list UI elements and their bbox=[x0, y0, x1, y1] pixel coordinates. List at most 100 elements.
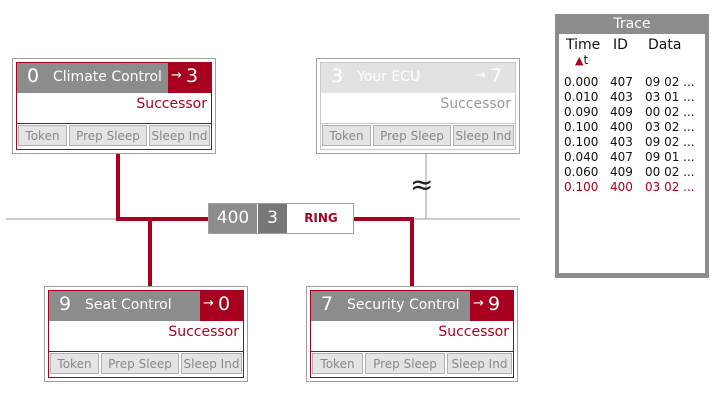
successor-box: → 0 bbox=[200, 291, 243, 321]
trace-row[interactable]: 0.100 400 03 02 ... bbox=[564, 120, 695, 135]
column-header-data[interactable]: Data bbox=[648, 37, 682, 53]
token-button[interactable]: Token bbox=[50, 353, 99, 374]
ecu-header: 9 Seat Control → 0 bbox=[49, 291, 243, 321]
trace-row[interactable]: 0.100 403 09 02 ... bbox=[564, 135, 695, 150]
token-button[interactable]: Token bbox=[312, 353, 363, 374]
cell-data: 09 02 ... bbox=[645, 135, 695, 149]
node-id: 9 bbox=[59, 293, 72, 315]
trace-table[interactable]: Time ID Data ▲t 0.000 407 09 02 ... 0.010 40… bbox=[559, 34, 705, 273]
node-name: Security Control bbox=[347, 297, 460, 313]
ecu-seat-control[interactable]: 9 Seat Control → 0 Successor Token Prep … bbox=[44, 286, 248, 382]
sort-indicator: ▲t bbox=[575, 53, 588, 67]
ecu-your-ecu[interactable]: 3 Your ECU → 7 Successor Token Prep Slee… bbox=[316, 58, 520, 154]
trace-row[interactable]: 0.060 409 00 02 ... bbox=[564, 165, 695, 180]
cell-id: 400 bbox=[610, 180, 633, 194]
cell-time: 0.000 bbox=[564, 75, 599, 89]
cell-data: 00 02 ... bbox=[645, 105, 695, 119]
prep-sleep-button[interactable]: Prep Sleep bbox=[365, 353, 445, 374]
cell-id: 403 bbox=[610, 135, 633, 149]
cell-time: 0.040 bbox=[564, 150, 599, 164]
cell-data: 03 01 ... bbox=[645, 90, 695, 104]
sort-ascending-icon: ▲ bbox=[575, 54, 584, 67]
arrow-right-icon: → bbox=[203, 296, 214, 311]
cell-time: 0.100 bbox=[564, 120, 599, 134]
ecu-climate-control[interactable]: 0 Climate Control → 3 Successor Token Pr… bbox=[12, 58, 216, 154]
arrow-right-icon: → bbox=[473, 296, 484, 311]
ecu-header: 3 Your ECU → 7 bbox=[321, 63, 515, 93]
trace-row[interactable]: 0.090 409 00 02 ... bbox=[564, 105, 695, 120]
message-type: RING bbox=[304, 211, 338, 225]
cell-time: 0.090 bbox=[564, 105, 599, 119]
prep-sleep-button[interactable]: Prep Sleep bbox=[101, 353, 179, 374]
trace-row[interactable]: 0.040 407 09 01 ... bbox=[564, 150, 695, 165]
cell-id: 403 bbox=[610, 90, 633, 104]
button-row: Token Prep Sleep Sleep Ind bbox=[311, 351, 513, 378]
ecu-panel: 9 Seat Control → 0 Successor Token Prep … bbox=[48, 290, 244, 378]
cell-time: 0.060 bbox=[564, 165, 599, 179]
successor-id: 0 bbox=[218, 293, 231, 315]
successor-label: Successor bbox=[136, 96, 207, 112]
successor-label: Successor bbox=[440, 96, 511, 112]
sort-key: t bbox=[583, 53, 589, 67]
cell-id: 407 bbox=[610, 150, 633, 164]
sleep-ind-button[interactable]: Sleep Ind bbox=[149, 125, 210, 146]
sleep-ind-button[interactable]: Sleep Ind bbox=[181, 353, 242, 374]
successor-box: → 7 bbox=[472, 63, 515, 93]
bus-message: 400 3 RING bbox=[208, 203, 354, 234]
ecu-panel: 0 Climate Control → 3 Successor Token Pr… bbox=[16, 62, 212, 150]
successor-id: 9 bbox=[488, 293, 501, 315]
cell-data: 09 02 ... bbox=[645, 75, 695, 89]
successor-box: → 9 bbox=[470, 291, 513, 321]
ecu-header: 0 Climate Control → 3 bbox=[17, 63, 211, 93]
cell-id: 400 bbox=[610, 120, 633, 134]
approx-icon: ≈ bbox=[410, 168, 434, 201]
prep-sleep-button[interactable]: Prep Sleep bbox=[373, 125, 451, 146]
cell-time: 0.100 bbox=[564, 135, 599, 149]
token-button[interactable]: Token bbox=[18, 125, 67, 146]
cell-id: 409 bbox=[610, 105, 633, 119]
security-stub bbox=[354, 217, 414, 288]
button-row: Token Prep Sleep Sleep Ind bbox=[49, 351, 243, 378]
successor-label: Successor bbox=[438, 324, 509, 340]
button-row: Token Prep Sleep Sleep Ind bbox=[17, 123, 211, 150]
trace-title: Trace bbox=[613, 16, 651, 32]
trace-rows: 0.000 407 09 02 ... 0.010 403 03 01 ... 0.090 4… bbox=[564, 75, 695, 195]
cell-id: 407 bbox=[610, 75, 633, 89]
successor-box: → 3 bbox=[168, 63, 211, 93]
node-name: Seat Control bbox=[85, 297, 172, 313]
cell-time: 0.010 bbox=[564, 90, 599, 104]
column-header-id[interactable]: ID bbox=[613, 37, 628, 53]
sleep-ind-button[interactable]: Sleep Ind bbox=[453, 125, 514, 146]
sleep-ind-button[interactable]: Sleep Ind bbox=[447, 353, 512, 374]
message-successor: 3 bbox=[257, 204, 287, 233]
arrow-right-icon: → bbox=[475, 68, 486, 83]
ecu-security-control[interactable]: 7 Security Control → 9 Successor Token P… bbox=[306, 286, 518, 382]
trace-row[interactable]: 0.000 407 09 02 ... bbox=[564, 75, 695, 90]
cell-data: 00 02 ... bbox=[645, 165, 695, 179]
token-button[interactable]: Token bbox=[322, 125, 371, 146]
ecu-header: 7 Security Control → 9 bbox=[311, 291, 513, 321]
column-header-time[interactable]: Time bbox=[566, 37, 601, 53]
trace-row[interactable]: 0.100 400 03 02 ... bbox=[564, 180, 695, 195]
node-id: 7 bbox=[321, 293, 334, 315]
cell-data: 03 02 ... bbox=[645, 180, 695, 194]
arrow-right-icon: → bbox=[171, 68, 182, 83]
trace-row[interactable]: 0.010 403 03 01 ... bbox=[564, 90, 695, 105]
climate-stub bbox=[116, 152, 208, 221]
successor-id: 7 bbox=[490, 65, 503, 87]
node-id: 3 bbox=[331, 65, 344, 87]
cell-time: 0.100 bbox=[564, 180, 599, 194]
button-row: Token Prep Sleep Sleep Ind bbox=[321, 123, 515, 150]
cell-data: 09 01 ... bbox=[645, 150, 695, 164]
ecu-panel: 7 Security Control → 9 Successor Token P… bbox=[310, 290, 514, 378]
cell-id: 409 bbox=[610, 165, 633, 179]
successor-id: 3 bbox=[186, 65, 199, 87]
prep-sleep-button[interactable]: Prep Sleep bbox=[69, 125, 147, 146]
node-id: 0 bbox=[27, 65, 40, 87]
cell-data: 03 02 ... bbox=[645, 120, 695, 134]
message-id: 400 bbox=[209, 204, 257, 233]
node-name: Climate Control bbox=[53, 69, 162, 85]
ecu-panel: 3 Your ECU → 7 Successor Token Prep Slee… bbox=[320, 62, 516, 150]
node-name: Your ECU bbox=[357, 69, 421, 85]
